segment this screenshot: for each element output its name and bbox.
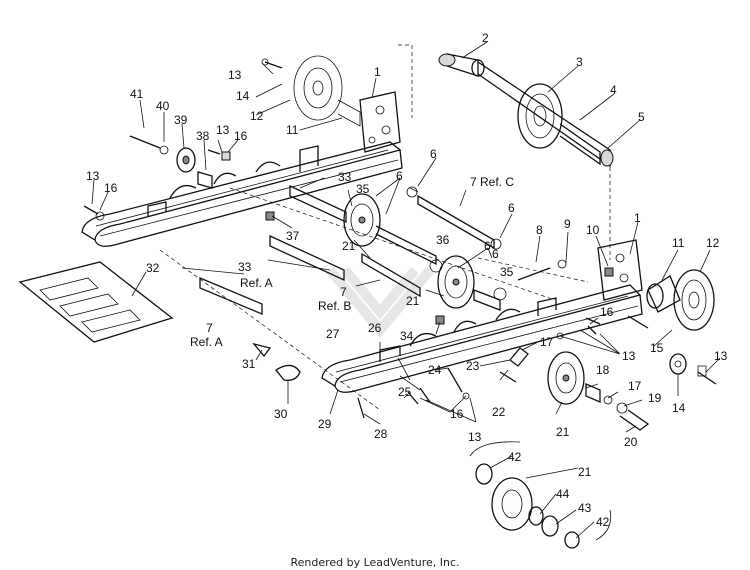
callout-33-ref-a: 33 xyxy=(238,260,252,274)
callout-37: 37 xyxy=(286,229,300,243)
callout-13: 13 xyxy=(468,430,482,444)
callout-4: 4 xyxy=(610,83,617,97)
left-rail-slide xyxy=(81,91,403,247)
callout-12: 12 xyxy=(250,109,264,123)
callout-42: 42 xyxy=(508,450,522,464)
alignment-lines xyxy=(159,44,611,411)
footer-credit: Rendered by LeadVenture, Inc. xyxy=(290,556,459,569)
leader-lines xyxy=(91,41,721,539)
callout-18: 18 xyxy=(596,363,610,377)
callout-40: 40 xyxy=(156,99,170,113)
callout-13: 13 xyxy=(714,349,728,363)
right-rail-slide xyxy=(321,239,643,393)
callout-6: 6 xyxy=(492,247,499,261)
wheel-exploded-detail xyxy=(469,441,612,549)
callout-28: 28 xyxy=(374,427,388,441)
callout-16: 16 xyxy=(600,305,614,319)
front-axle-assembly xyxy=(438,53,614,168)
callout-14: 14 xyxy=(672,401,686,415)
callout-27: 27 xyxy=(326,327,340,341)
callout-23: 23 xyxy=(466,359,480,373)
callout-11: 11 xyxy=(286,123,299,137)
callout-7-ref-a-text: Ref. A xyxy=(190,335,223,349)
callout-26: 26 xyxy=(368,321,382,335)
callout-7-ref-b: 7 xyxy=(340,285,347,299)
callout-29: 29 xyxy=(318,417,332,431)
callout-13: 13 xyxy=(86,169,100,183)
callout-34: 34 xyxy=(400,329,414,343)
watermark-logo xyxy=(326,266,434,338)
callout-19: 19 xyxy=(648,391,662,405)
callout-21: 21 xyxy=(556,425,570,439)
callout-17: 17 xyxy=(540,335,554,349)
callout-5: 5 xyxy=(638,110,645,124)
callout-39: 39 xyxy=(174,113,188,127)
callout-17: 17 xyxy=(628,379,642,393)
callout-6: 6 xyxy=(484,239,491,253)
callout-25: 25 xyxy=(398,385,412,399)
callout-2: 2 xyxy=(482,31,489,45)
callout-12: 12 xyxy=(706,236,720,250)
callout-16: 16 xyxy=(234,129,248,143)
callout-8: 8 xyxy=(536,223,543,237)
callout-13: 13 xyxy=(228,68,242,82)
callout-35: 35 xyxy=(500,265,514,279)
callout-6: 6 xyxy=(508,201,515,215)
cross-shafts-and-idlers xyxy=(199,184,567,325)
callout-30: 30 xyxy=(274,407,288,421)
hyfax-and-clips xyxy=(18,261,301,381)
left-hardware-cluster xyxy=(83,135,231,221)
callout-21: 21 xyxy=(578,465,592,479)
callout-35: 35 xyxy=(356,182,370,196)
callout-24: 24 xyxy=(428,363,442,377)
callout-7-ref-c: 7 Ref. C xyxy=(470,175,514,189)
callout-36: 36 xyxy=(436,233,450,247)
callout-15: 15 xyxy=(650,341,664,355)
callout-20: 20 xyxy=(624,435,638,449)
callout-33-ref-a-text: Ref. A xyxy=(240,276,273,290)
callout-1: 1 xyxy=(634,211,641,225)
lower-idler-wheel xyxy=(499,347,650,431)
callout-42: 42 xyxy=(596,515,610,529)
rail-hardware xyxy=(357,317,601,419)
callout-22: 22 xyxy=(492,405,506,419)
callout-43: 43 xyxy=(578,501,592,515)
part-callouts: 1 1 2 3 4 5 6 6 6 6 6 7 Ref. C 7 Ref. B … xyxy=(86,31,728,529)
callout-10: 10 xyxy=(586,223,600,237)
callout-13: 13 xyxy=(216,123,230,137)
callout-33: 33 xyxy=(338,170,352,184)
callout-1: 1 xyxy=(374,65,381,79)
upper-idler-wheel xyxy=(261,55,361,127)
callout-16: 16 xyxy=(450,407,464,421)
callout-21: 21 xyxy=(406,294,420,308)
callout-21: 21 xyxy=(342,239,356,253)
callout-32: 32 xyxy=(146,261,160,275)
callout-3: 3 xyxy=(576,55,583,69)
callout-38: 38 xyxy=(196,129,210,143)
callout-7-ref-b-text: Ref. B xyxy=(318,299,351,313)
callout-7-ref-a: 7 xyxy=(206,321,213,335)
callout-44: 44 xyxy=(556,487,570,501)
callout-13: 13 xyxy=(622,349,636,363)
callout-16: 16 xyxy=(104,181,118,195)
callout-11: 11 xyxy=(672,236,685,250)
callout-31: 31 xyxy=(242,357,256,371)
callout-6: 6 xyxy=(396,169,403,183)
right-idler-wheel-assembly xyxy=(627,269,717,385)
callout-6: 6 xyxy=(430,147,437,161)
callout-14: 14 xyxy=(236,89,250,103)
callout-9: 9 xyxy=(564,217,571,231)
callout-41: 41 xyxy=(130,87,144,101)
